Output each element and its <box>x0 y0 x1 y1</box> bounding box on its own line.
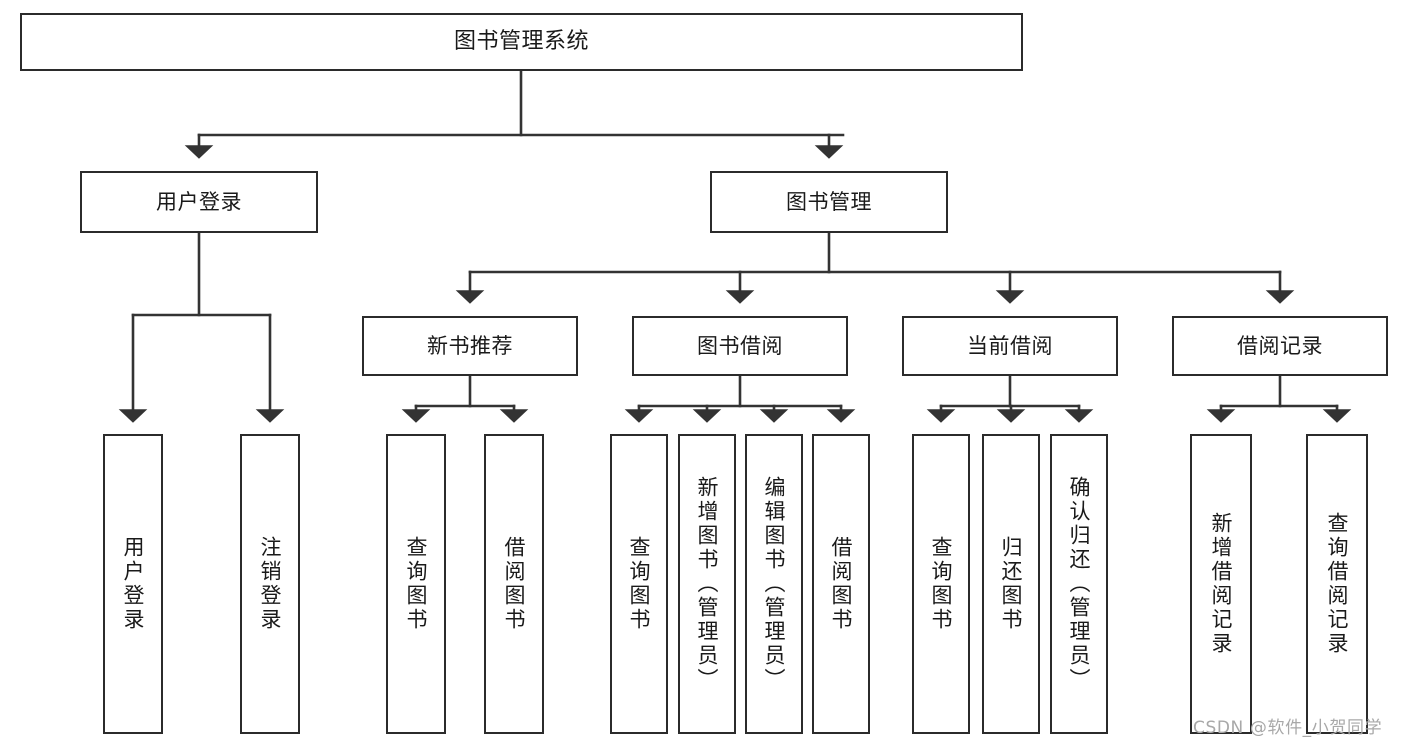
node-leaf-edit-book-label: 编辑图书（管理员） <box>762 476 787 692</box>
node-leaf-query-book-3[interactable]: 查询图书 <box>912 434 970 734</box>
csdn-watermark: CSDN @软件_小贺同学 <box>1193 718 1383 738</box>
node-current-borrow[interactable]: 当前借阅 <box>902 316 1118 376</box>
node-user-login-label: 用户登录 <box>156 189 242 214</box>
node-book-manage-label: 图书管理 <box>786 189 872 214</box>
node-leaf-query-book-2-label: 查询图书 <box>627 536 652 632</box>
node-leaf-borrow-book-2-label: 借阅图书 <box>829 536 854 632</box>
node-borrow-record-label: 借阅记录 <box>1237 333 1323 358</box>
node-leaf-confirm-return[interactable]: 确认归还（管理员） <box>1050 434 1108 734</box>
node-leaf-confirm-return-label: 确认归还（管理员） <box>1067 476 1092 692</box>
node-user-login[interactable]: 用户登录 <box>80 171 318 233</box>
node-leaf-query-book-3-label: 查询图书 <box>929 536 954 632</box>
node-leaf-user-login[interactable]: 用户登录 <box>103 434 163 734</box>
node-book-borrow-label: 图书借阅 <box>697 333 783 358</box>
node-leaf-user-login-label: 用户登录 <box>121 536 146 632</box>
node-leaf-edit-book[interactable]: 编辑图书（管理员） <box>745 434 803 734</box>
node-leaf-return-book[interactable]: 归还图书 <box>982 434 1040 734</box>
node-leaf-borrow-book-1[interactable]: 借阅图书 <box>484 434 544 734</box>
node-leaf-query-record-label: 查询借阅记录 <box>1325 512 1350 656</box>
node-leaf-query-record[interactable]: 查询借阅记录 <box>1306 434 1368 734</box>
node-borrow-record[interactable]: 借阅记录 <box>1172 316 1388 376</box>
node-root-label: 图书管理系统 <box>453 29 589 55</box>
node-leaf-add-record[interactable]: 新增借阅记录 <box>1190 434 1252 734</box>
node-leaf-logout-login[interactable]: 注销登录 <box>240 434 300 734</box>
node-book-manage[interactable]: 图书管理 <box>710 171 948 233</box>
node-leaf-add-record-label: 新增借阅记录 <box>1209 512 1234 656</box>
node-leaf-add-book-label: 新增图书（管理员） <box>695 476 720 692</box>
node-leaf-add-book[interactable]: 新增图书（管理员） <box>678 434 736 734</box>
node-new-book-recommend[interactable]: 新书推荐 <box>362 316 578 376</box>
node-leaf-query-book-1[interactable]: 查询图书 <box>386 434 446 734</box>
node-leaf-return-book-label: 归还图书 <box>999 536 1024 632</box>
node-new-book-recommend-label: 新书推荐 <box>427 333 513 358</box>
node-current-borrow-label: 当前借阅 <box>967 333 1053 358</box>
node-root[interactable]: 图书管理系统 <box>20 13 1023 71</box>
node-leaf-logout-login-label: 注销登录 <box>258 536 283 632</box>
node-leaf-borrow-book-2[interactable]: 借阅图书 <box>812 434 870 734</box>
node-book-borrow[interactable]: 图书借阅 <box>632 316 848 376</box>
node-leaf-borrow-book-1-label: 借阅图书 <box>502 536 527 632</box>
node-leaf-query-book-1-label: 查询图书 <box>404 536 429 632</box>
node-leaf-query-book-2[interactable]: 查询图书 <box>610 434 668 734</box>
